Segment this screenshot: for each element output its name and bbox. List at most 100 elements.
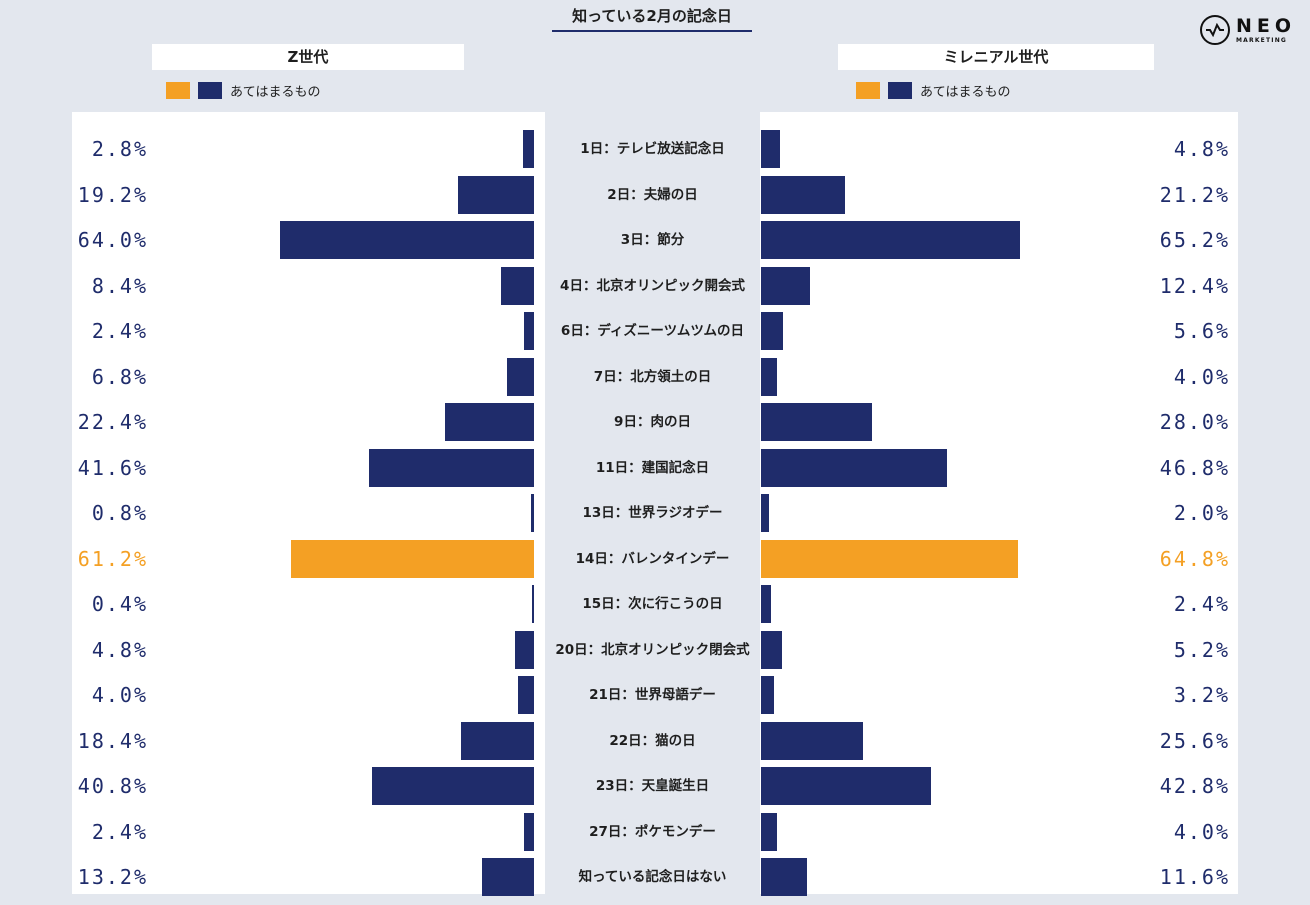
z-gen-bar [368,448,534,487]
z-gen-bar [514,630,534,669]
category-label: 2日：夫婦の日 [607,186,698,203]
millennial-value-label: 64.8% [1159,546,1230,571]
left-group-header: Z世代 [152,44,464,70]
pulse-icon [1200,15,1230,45]
millennial-value-label: 65.2% [1159,228,1230,252]
z-gen-value-label: 2.4% [91,819,148,844]
millennial-bar [761,130,781,168]
z-gen-value-label: 4.8% [91,637,148,662]
z-gen-bar [445,403,534,441]
z-gen-bar [507,357,534,396]
left-legend-label: あてはまるもの [230,84,321,100]
z-gen-bar [524,312,534,350]
z-gen-bar [522,130,534,168]
chart-title: 知っている2月の記念日 [552,4,752,32]
z-gen-value-label: 13.2% [77,865,148,889]
legend-swatch-orange [856,81,880,99]
category-label: 知っている記念日はない [578,869,727,885]
z-gen-value-label: 18.4% [77,728,148,753]
right-legend-label: あてはまるもの [920,84,1011,100]
millennial-value-label: 2.4% [1173,592,1230,616]
logo-sub-text: MARKETING [1236,36,1288,44]
z-gen-value-label: 2.4% [91,319,148,343]
category-label: 4日：北京オリンピック開会式 [560,277,745,294]
millennial-bar [761,630,782,669]
z-gen-bar [461,721,534,760]
z-gen-bar [481,858,534,896]
z-gen-bar [532,585,534,623]
z-gen-bar [500,266,534,305]
right-group-header: ミレニアル世代 [838,44,1154,70]
millennial-value-label: 25.6% [1159,728,1230,753]
z-gen-value-label: 61.2% [77,546,148,571]
millennial-value-label: 4.0% [1173,819,1230,844]
z-gen-bar [530,494,534,532]
millennial-value-label: 5.6% [1173,319,1230,343]
category-label: 6日：ディズニーツムツムの日 [560,323,745,339]
category-label: 3日：節分 [620,232,685,248]
z-gen-value-label: 22.4% [77,410,148,434]
category-label: 22日：猫の日 [609,732,696,749]
z-gen-bar [372,767,534,805]
z-gen-bar [524,812,534,851]
z-gen-bar [518,676,534,714]
millennial-bar [761,858,807,896]
millennial-bar [761,357,777,396]
z-gen-value-label: 40.8% [77,774,148,798]
z-gen-value-label: 19.2% [77,182,148,207]
millennial-bar [761,175,846,214]
millennial-bar [761,494,769,532]
millennial-bar [761,266,811,305]
category-column [545,112,760,894]
category-label: 21日：世界母語デー [589,687,716,703]
millennial-value-label: 28.0% [1159,410,1230,434]
left-legend: あてはまるもの [166,80,320,100]
z-gen-bar [280,221,534,259]
millennial-value-label: 3.2% [1173,683,1230,707]
category-label: 15日：次に行こうの日 [582,596,723,612]
millennial-value-label: 11.6% [1159,865,1230,889]
category-label: 20日：北京オリンピック閉会式 [555,641,750,658]
z-gen-value-label: 4.0% [91,683,148,707]
category-label: 7日：北方領土の日 [593,368,712,385]
logo-main-text: NEO [1236,14,1297,37]
millennial-value-label: 2.0% [1173,501,1230,525]
category-label: 27日：ポケモンデー [589,823,716,840]
legend-swatch-orange [166,81,190,99]
millennial-bar [761,812,777,851]
millennial-bar [761,676,774,714]
z-gen-bar [291,539,534,578]
millennial-value-label: 5.2% [1173,637,1230,662]
z-gen-value-label: 2.8% [91,137,148,161]
millennial-bar [761,721,863,760]
millennial-bar [761,312,784,350]
category-label: 9日：肉の日 [614,414,691,430]
millennial-value-label: 12.4% [1159,273,1230,298]
neo-marketing-logo: NEO MARKETING [1200,12,1304,48]
millennial-bar [761,403,873,441]
z-gen-value-label: 8.4% [91,273,148,298]
z-gen-value-label: 64.0% [77,228,148,252]
category-label: 23日：天皇誕生日 [595,778,710,794]
z-gen-value-label: 6.8% [91,364,148,389]
millennial-bar [761,539,1019,578]
millennial-value-label: 4.8% [1173,137,1230,161]
category-label: 11日：建国記念日 [595,459,710,476]
z-gen-value-label: 0.4% [91,592,148,616]
millennial-bar [761,585,771,623]
millennial-value-label: 21.2% [1159,182,1230,207]
millennial-value-label: 46.8% [1159,455,1230,480]
millennial-bar [761,767,931,805]
millennial-bar [761,221,1020,259]
millennial-bar [761,448,947,487]
z-gen-value-label: 0.8% [91,501,148,525]
z-gen-value-label: 41.6% [77,455,148,480]
millennial-value-label: 4.0% [1173,364,1230,389]
millennial-value-label: 42.8% [1159,774,1230,798]
legend-swatch-navy [198,81,222,99]
right-legend: あてはまるもの [856,80,1010,100]
z-gen-bar [457,175,534,214]
category-label: 1日：テレビ放送記念日 [580,141,725,157]
category-label: 14日：バレンタインデー [575,550,730,567]
category-label: 13日：世界ラジオデー [582,505,723,521]
